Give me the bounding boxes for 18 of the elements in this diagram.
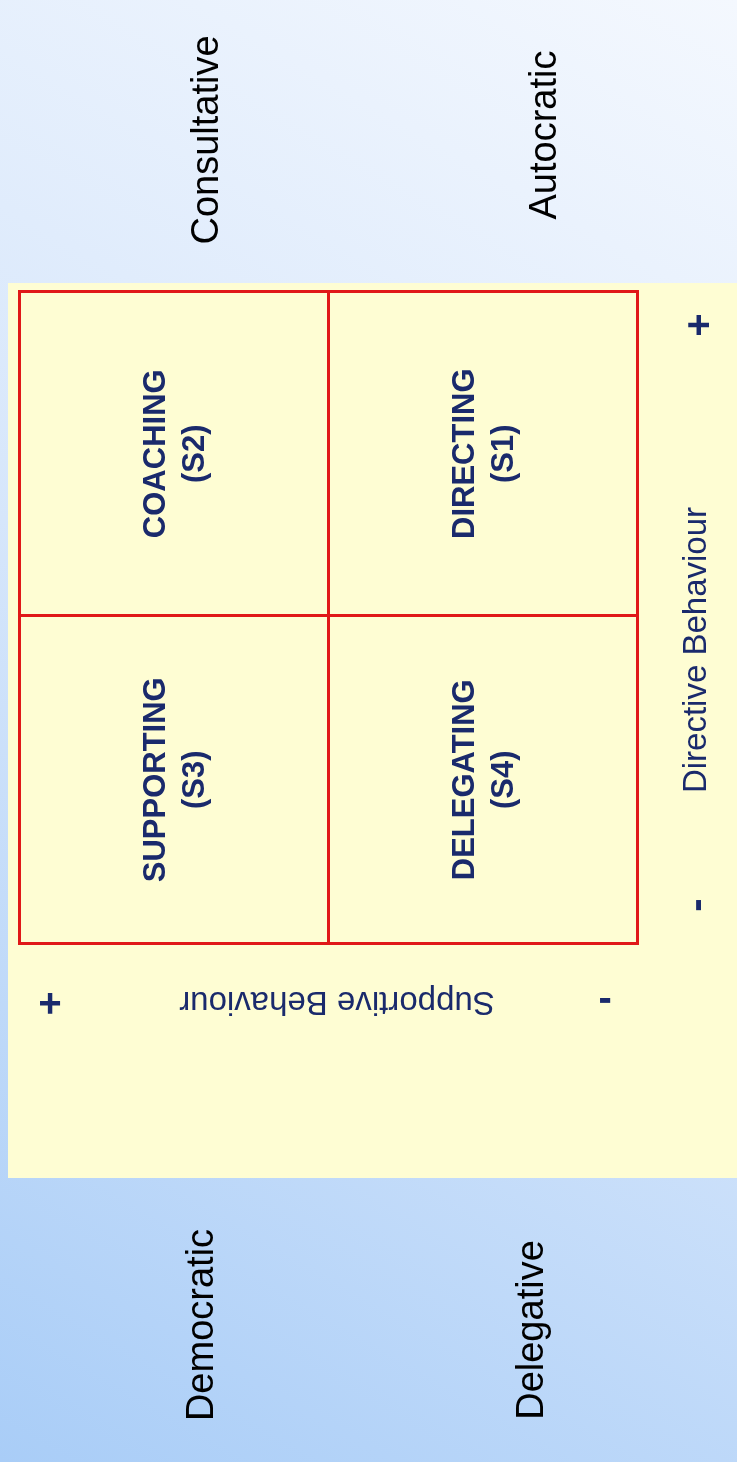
quadrant-label: COACHING (S2) <box>135 369 212 538</box>
axis-sign: + <box>675 313 721 337</box>
style-label: Delegative <box>508 1240 552 1420</box>
axis-title: Directive Behaviour <box>676 506 714 794</box>
axis-sign: + <box>38 980 62 1026</box>
quadrant-cell <box>18 614 330 945</box>
style-label: Autocratic <box>521 50 565 220</box>
quadrant-label: DELEGATING (S4) <box>444 679 521 880</box>
axis-sign: - <box>672 898 718 912</box>
style-label: Consultative <box>183 35 227 245</box>
quadrant-cell <box>327 290 639 617</box>
quadrant-label: DIRECTING (S1) <box>444 368 521 539</box>
quadrant-cell <box>18 290 330 617</box>
axis-title: Supportive Behaviour <box>179 984 495 1022</box>
quadrant-cell <box>327 614 639 945</box>
axis-sign: - <box>598 980 612 1026</box>
style-label: Democratic <box>178 1228 222 1422</box>
quadrant-label: SUPPORTING (S3) <box>135 677 212 882</box>
